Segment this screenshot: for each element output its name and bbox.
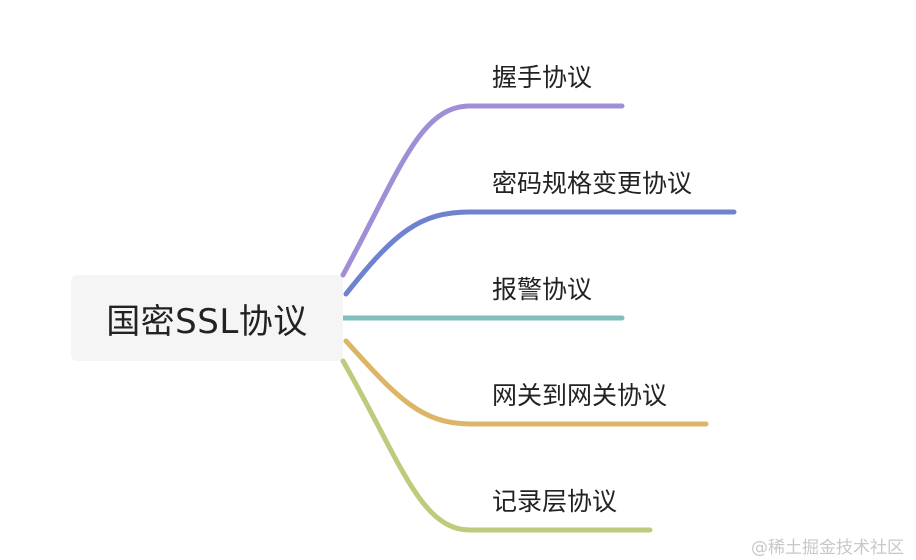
connector-handshake xyxy=(340,103,625,278)
watermark: @稀土掘金技术社区 xyxy=(751,538,904,558)
connector-gateway xyxy=(343,338,709,427)
branch-handshake-protocol[interactable]: 握手协议 xyxy=(492,63,593,92)
branch-alert-protocol[interactable]: 报警协议 xyxy=(492,275,593,304)
root-node[interactable]: 国密SSL协议 xyxy=(71,275,343,361)
branch-cipher-spec-change-protocol[interactable]: 密码规格变更协议 xyxy=(492,169,693,198)
connector-cipher-spec xyxy=(343,209,737,297)
root-label: 国密SSL协议 xyxy=(106,301,308,342)
connector-record-layer xyxy=(340,358,653,533)
branch-record-layer-protocol[interactable]: 记录层协议 xyxy=(492,487,618,516)
branch-gateway-to-gateway-protocol[interactable]: 网关到网关协议 xyxy=(492,381,668,410)
